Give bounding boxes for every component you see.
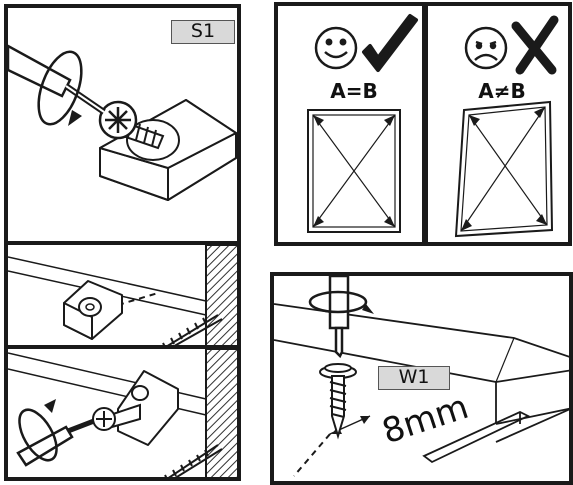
bracket-marking-illustration	[8, 245, 241, 349]
step-tag-w1: W1	[378, 366, 450, 390]
frown-icon	[466, 28, 506, 68]
panel-diagonal-check-good: A=B	[274, 2, 426, 246]
bracket-wall-screw-illustration	[8, 349, 241, 481]
panel-bracket-screw-wall	[4, 345, 241, 481]
screwdriver	[8, 46, 104, 112]
panel-diagonal-check-bad: A≠B	[424, 2, 572, 246]
bad-frame-illustration	[428, 6, 572, 246]
wall-section	[206, 349, 241, 481]
smiley-icon	[316, 28, 356, 68]
screwdriver	[330, 276, 348, 356]
guide-line-vertical	[294, 434, 330, 476]
panel-bracket-on-shelf	[4, 241, 241, 349]
good-frame-illustration	[278, 6, 426, 246]
wall-section	[206, 245, 241, 349]
unequal-diagonals-label: A≠B	[446, 80, 558, 102]
bracket-screw-illustration	[8, 8, 241, 245]
skewed-frame	[456, 102, 552, 236]
cross-icon	[516, 20, 554, 70]
panel-s1-bracket: S1	[4, 4, 241, 245]
bracket	[118, 371, 178, 445]
equal-diagonals-label: A=B	[298, 80, 410, 102]
panel-w1-screw-depth: W1 8mm	[270, 272, 573, 485]
checkmark-icon	[364, 16, 416, 70]
square-frame	[308, 110, 400, 232]
